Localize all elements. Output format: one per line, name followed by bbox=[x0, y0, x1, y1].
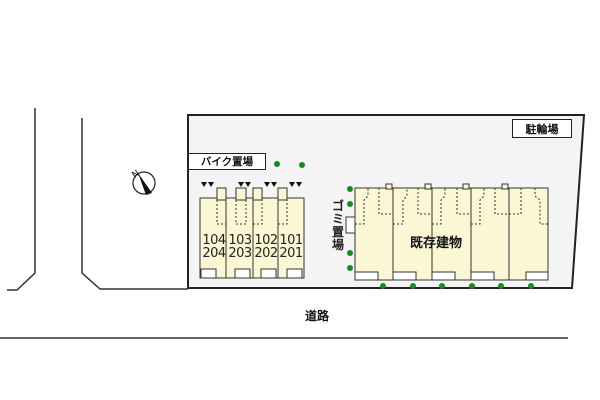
boundary-line-inner bbox=[81, 118, 188, 290]
unit-number: 204 bbox=[202, 246, 226, 261]
bike-parking-label: バイク置場 bbox=[188, 153, 266, 170]
unit-number: 101 bbox=[279, 233, 303, 248]
unit-number: 201 bbox=[279, 246, 303, 261]
existing-building-label: 既存建物 bbox=[410, 236, 463, 251]
unit-number: 103 bbox=[228, 233, 252, 248]
boundary-line-left bbox=[7, 108, 36, 291]
unit-number: 203 bbox=[228, 246, 252, 261]
road-label: 道路 bbox=[305, 309, 330, 323]
north-arrow-icon: N bbox=[131, 169, 156, 195]
new-building bbox=[199, 187, 305, 279]
trees bbox=[274, 161, 534, 289]
bicycle-parking-label: 駐輪場 bbox=[512, 119, 572, 138]
unit-number: 104 bbox=[202, 233, 226, 248]
svg-text:N: N bbox=[131, 169, 142, 181]
unit-number: 102 bbox=[254, 233, 278, 248]
unit-number: 202 bbox=[254, 246, 278, 261]
existing-building bbox=[354, 183, 549, 281]
entrance-markers bbox=[201, 182, 302, 187]
garbage-area-label: ゴミ置場 bbox=[331, 199, 344, 252]
garbage-box bbox=[345, 216, 356, 234]
